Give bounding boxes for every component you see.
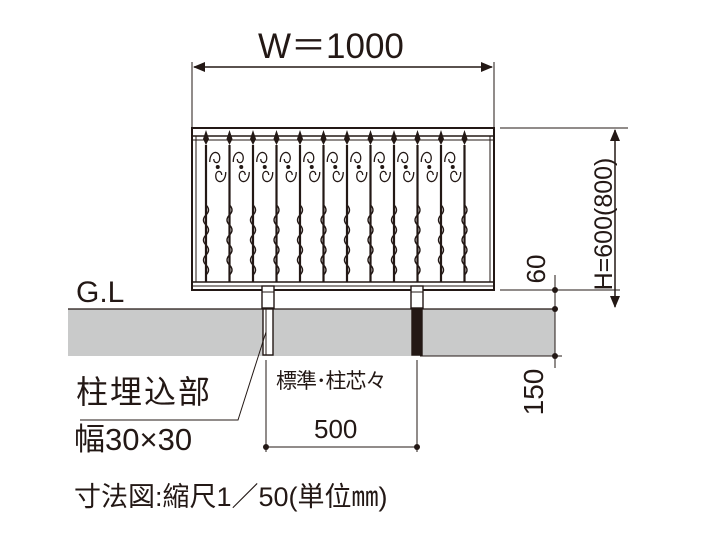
footer-caption: 寸法図:縮尺1／50(単位㎜) [74, 482, 388, 512]
post-spacing-value: 500 [314, 414, 358, 444]
width-label: W＝1000 [258, 27, 404, 66]
embed-note-line2: 幅30×30 [74, 422, 193, 457]
post-spacing-dot-left [263, 444, 269, 450]
ground-label: G.L [76, 276, 125, 309]
embed-note-leader [80, 331, 267, 421]
post-spacing-title: 標準･柱芯々 [276, 370, 386, 393]
height-label: H=600(800) [590, 157, 618, 291]
above-ground-label: 60 [521, 254, 551, 284]
post-right [410, 285, 424, 356]
fence-panel [191, 127, 495, 291]
dim-dot-top [552, 287, 558, 293]
post-left [261, 285, 275, 356]
dim-dot-gl [552, 306, 558, 312]
post-spacing-dot-right [414, 444, 420, 450]
ground-band [68, 309, 555, 356]
embed-depth-label: 150 [518, 368, 549, 416]
embed-note-line1: 柱埋込部 [76, 374, 213, 410]
